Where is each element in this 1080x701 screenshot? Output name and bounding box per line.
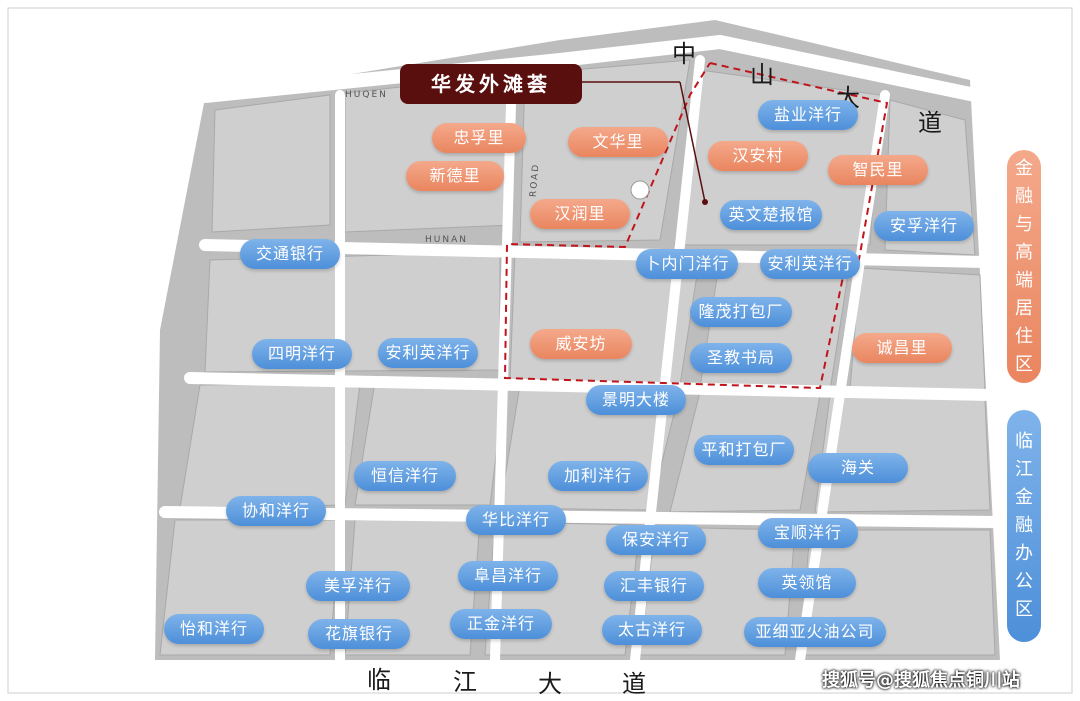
landmark-hananchun[interactable]: 汉安村: [708, 141, 808, 171]
landmark-huabi[interactable]: 华比洋行: [466, 505, 566, 535]
landmark-customs[interactable]: 海关: [808, 453, 908, 483]
road-linjiang-char-1: 临: [367, 666, 391, 694]
landmark-wenhuali[interactable]: 文华里: [568, 127, 668, 157]
landmark-anliying-west[interactable]: 安利英洋行: [378, 338, 478, 368]
landmark-citibank[interactable]: 花旗银行: [308, 619, 410, 649]
road-zhongshan-char-1: 中: [672, 40, 696, 68]
legend-finance-char-8: 区: [1015, 353, 1033, 375]
landmark-meifu[interactable]: 美孚洋行: [306, 571, 410, 601]
street-label-hunan: HUNAN: [425, 235, 468, 245]
legend-office-char-3: 金: [1015, 487, 1033, 508]
landmark-pinghe[interactable]: 平和打包厂: [694, 435, 794, 465]
landmark-asiatic-petroleum[interactable]: 亚细亚火油公司: [744, 617, 886, 647]
landmark-jiaotong-bank[interactable]: 交通银行: [240, 239, 340, 269]
watermark: 搜狐号@搜狐焦点铜川站: [822, 670, 1020, 691]
legend-office-char-2: 江: [1015, 459, 1033, 480]
project-title: 华发外滩荟: [400, 64, 582, 104]
legend-finance-char-5: 端: [1015, 269, 1033, 291]
road-linjiang-char-4: 道: [622, 670, 646, 698]
landmark-zhengjin[interactable]: 正金洋行: [450, 609, 552, 639]
legend-finance-char-4: 高: [1015, 241, 1033, 263]
legend-finance-char-7: 住: [1015, 325, 1033, 347]
legend-office-char-6: 公: [1015, 571, 1033, 592]
landmark-jingming[interactable]: 景明大楼: [586, 385, 686, 415]
landmark-baoan[interactable]: 保安洋行: [606, 525, 706, 555]
legend-riverside-office: 临 江 金 融 办 公 区: [1007, 410, 1041, 642]
legend-office-char-7: 区: [1015, 599, 1033, 620]
legend-office-char-1: 临: [1015, 431, 1033, 452]
landmark-xindeli[interactable]: 新德里: [406, 161, 504, 191]
road-zhongshan-char-2: 山: [750, 61, 774, 89]
road-linjiang-char-2: 江: [453, 668, 477, 696]
legend-finance-char-2: 融: [1015, 185, 1033, 207]
project-boundary: [503, 62, 889, 390]
landmark-yanye-bank[interactable]: 盐业洋行: [758, 100, 858, 130]
landmark-anliying-east[interactable]: 安利英洋行: [760, 249, 860, 279]
landmark-shengjiao[interactable]: 圣教书局: [690, 343, 792, 373]
legend-office-char-4: 融: [1015, 515, 1033, 536]
roundabout: [630, 180, 650, 200]
landmark-xiehe[interactable]: 协和洋行: [226, 496, 326, 526]
landmark-weianfang[interactable]: 威安坊: [530, 329, 632, 359]
landmark-hsbc[interactable]: 汇丰银行: [604, 571, 704, 601]
landmark-siming[interactable]: 四明洋行: [252, 339, 352, 369]
landmark-jiali[interactable]: 加利洋行: [548, 461, 648, 491]
landmark-taikoo[interactable]: 太古洋行: [602, 615, 702, 645]
landmark-british-consulate[interactable]: 英领馆: [758, 568, 856, 598]
landmark-zhiminli[interactable]: 智民里: [828, 155, 928, 185]
landmark-chu-newspaper[interactable]: 英文楚报馆: [720, 200, 822, 230]
landmark-zhongfuli[interactable]: 忠孚里: [432, 123, 526, 153]
legend-finance-char-6: 居: [1015, 297, 1033, 319]
landmark-baoshun[interactable]: 宝顺洋行: [758, 518, 858, 548]
road-zhongshan-char-4: 道: [918, 109, 942, 137]
legend-finance-char-1: 金: [1015, 157, 1033, 179]
landmark-hengxin[interactable]: 恒信洋行: [354, 461, 456, 491]
street-label-huqen: HUQEN: [345, 90, 388, 100]
landmark-anfu-bank[interactable]: 安孚洋行: [874, 211, 974, 241]
legend-office-char-5: 办: [1015, 543, 1033, 564]
project-point: [702, 199, 708, 205]
landmark-fuchang[interactable]: 阜昌洋行: [458, 561, 558, 591]
legend-finance-char-3: 与: [1015, 213, 1033, 235]
landmark-yihe[interactable]: 怡和洋行: [164, 614, 264, 644]
road-linjiang-char-3: 大: [538, 670, 562, 698]
landmark-longmao[interactable]: 隆茂打包厂: [690, 297, 792, 327]
landmark-chengchangli[interactable]: 诚昌里: [852, 333, 952, 363]
legend-finance-residential: 金 融 与 高 端 居 住 区: [1007, 150, 1041, 383]
city-blocks: [159, 59, 996, 656]
landmark-hanrunli[interactable]: 汉润里: [530, 199, 630, 229]
landmark-buneimen[interactable]: 卜内门洋行: [636, 249, 738, 279]
